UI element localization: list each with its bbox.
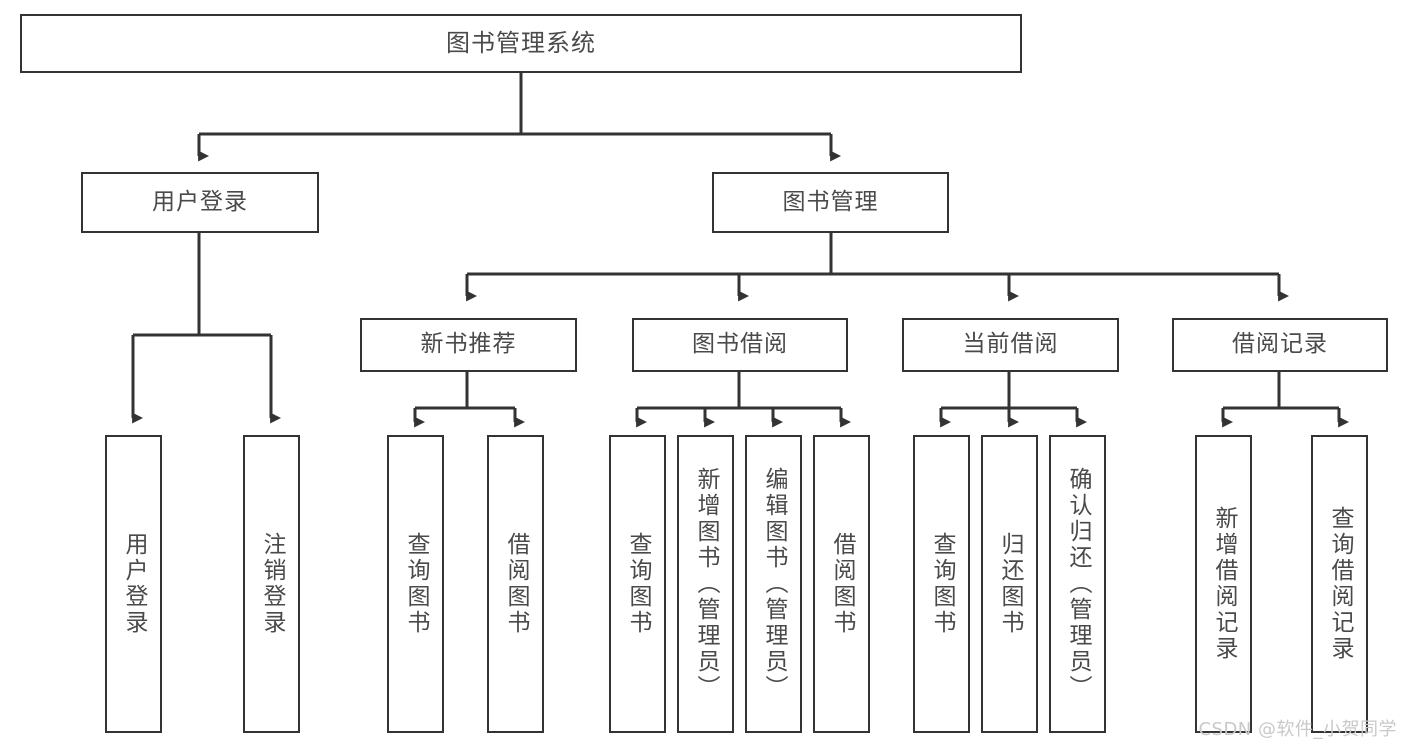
leaf-add-book[interactable]: 新增图书（管理员） xyxy=(677,435,734,733)
leaf-query-book-3[interactable]: 查询图书 xyxy=(913,435,970,733)
node-label: 借阅图书 xyxy=(503,532,529,636)
leaf-borrow-book-2[interactable]: 借阅图书 xyxy=(813,435,870,733)
node-label: 新书推荐 xyxy=(420,331,517,358)
node-label: 注销登录 xyxy=(259,532,285,636)
node-new-book-recommend[interactable]: 新书推荐 xyxy=(360,318,577,372)
node-label: 归还图书 xyxy=(997,532,1023,636)
leaf-user-login[interactable]: 用户登录 xyxy=(105,435,162,733)
node-label: 查询借阅记录 xyxy=(1327,506,1353,662)
leaf-logout-login[interactable]: 注销登录 xyxy=(243,435,300,733)
leaf-query-book-1[interactable]: 查询图书 xyxy=(387,435,444,733)
node-label: 借阅图书 xyxy=(829,532,855,636)
csdn-watermark: CSDN @软件_小贺同学 xyxy=(1198,719,1397,740)
node-user-login[interactable]: 用户登录 xyxy=(81,172,319,233)
node-label: 当前借阅 xyxy=(962,331,1059,358)
node-label: 新增借阅记录 xyxy=(1211,506,1237,662)
node-label: 图书管理系统 xyxy=(446,29,596,58)
node-borrow-record[interactable]: 借阅记录 xyxy=(1172,318,1388,372)
leaf-query-book-2[interactable]: 查询图书 xyxy=(609,435,666,733)
leaf-borrow-book-1[interactable]: 借阅图书 xyxy=(487,435,544,733)
node-label: 用户登录 xyxy=(121,532,147,636)
node-label: 图书管理 xyxy=(782,188,879,215)
node-root-system[interactable]: 图书管理系统 xyxy=(20,14,1022,73)
leaf-return-book[interactable]: 归还图书 xyxy=(981,435,1038,733)
node-label: 确认归还（管理员） xyxy=(1065,467,1091,701)
leaf-add-record[interactable]: 新增借阅记录 xyxy=(1195,435,1252,733)
node-label: 借阅记录 xyxy=(1232,331,1328,358)
node-label: 查询图书 xyxy=(403,532,429,636)
node-book-management[interactable]: 图书管理 xyxy=(712,172,949,233)
leaf-edit-book[interactable]: 编辑图书（管理员） xyxy=(745,435,802,733)
node-label: 新增图书（管理员） xyxy=(693,467,719,701)
node-current-borrow[interactable]: 当前借阅 xyxy=(902,318,1119,372)
leaf-query-record[interactable]: 查询借阅记录 xyxy=(1311,435,1368,733)
node-label: 查询图书 xyxy=(625,532,651,636)
node-book-borrow[interactable]: 图书借阅 xyxy=(632,318,848,372)
node-label: 图书借阅 xyxy=(692,331,788,358)
node-label: 用户登录 xyxy=(152,188,248,215)
node-label: 查询图书 xyxy=(929,532,955,636)
node-label: 编辑图书（管理员） xyxy=(761,467,787,701)
leaf-confirm-return[interactable]: 确认归还（管理员） xyxy=(1049,435,1106,733)
